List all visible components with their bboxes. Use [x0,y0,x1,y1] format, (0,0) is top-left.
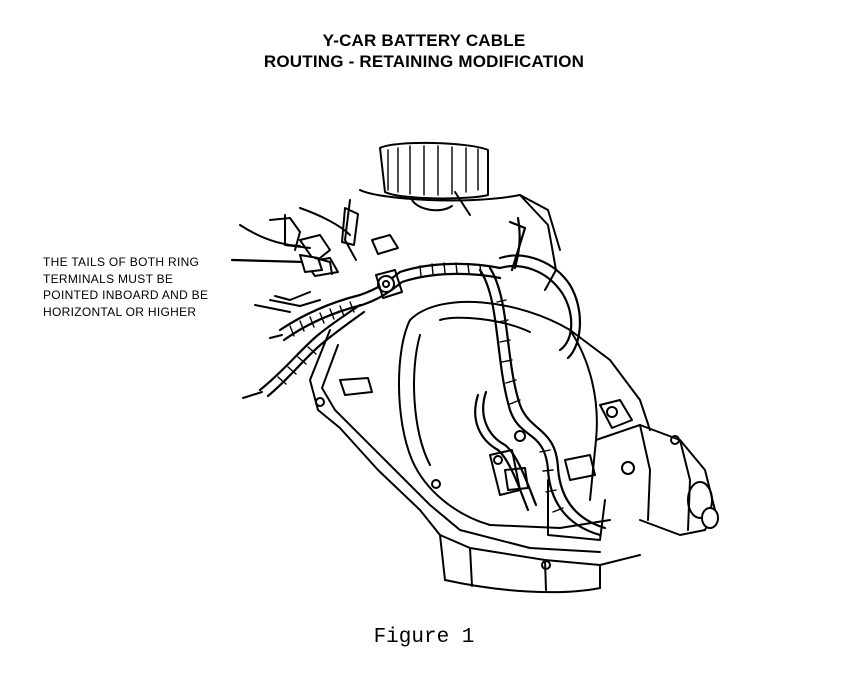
diagram-title-line-2: ROUTING - RETAINING MODIFICATION [263,52,585,71]
callout-leader-line [230,258,307,264]
ring-terminals [242,234,529,496]
engine-block [299,141,561,291]
diagram-title-line-1: Y-CAR BATTERY CABLE [322,31,526,50]
callout-line: THE TAILS OF BOTH RING [43,255,200,269]
callout-line: POINTED INBOARD AND BE [43,288,209,302]
figure-caption: Figure 1 [373,626,475,649]
bracket-assembly [239,207,359,313]
transmission-pan [309,329,641,594]
callout-line: HORIZONTAL OR HIGHER [43,304,197,319]
callout-line: TERMINALS MUST BE [43,271,174,286]
callout-text: THE TAILS OF BOTH RING TERMINALS MUST BE… [43,254,208,320]
